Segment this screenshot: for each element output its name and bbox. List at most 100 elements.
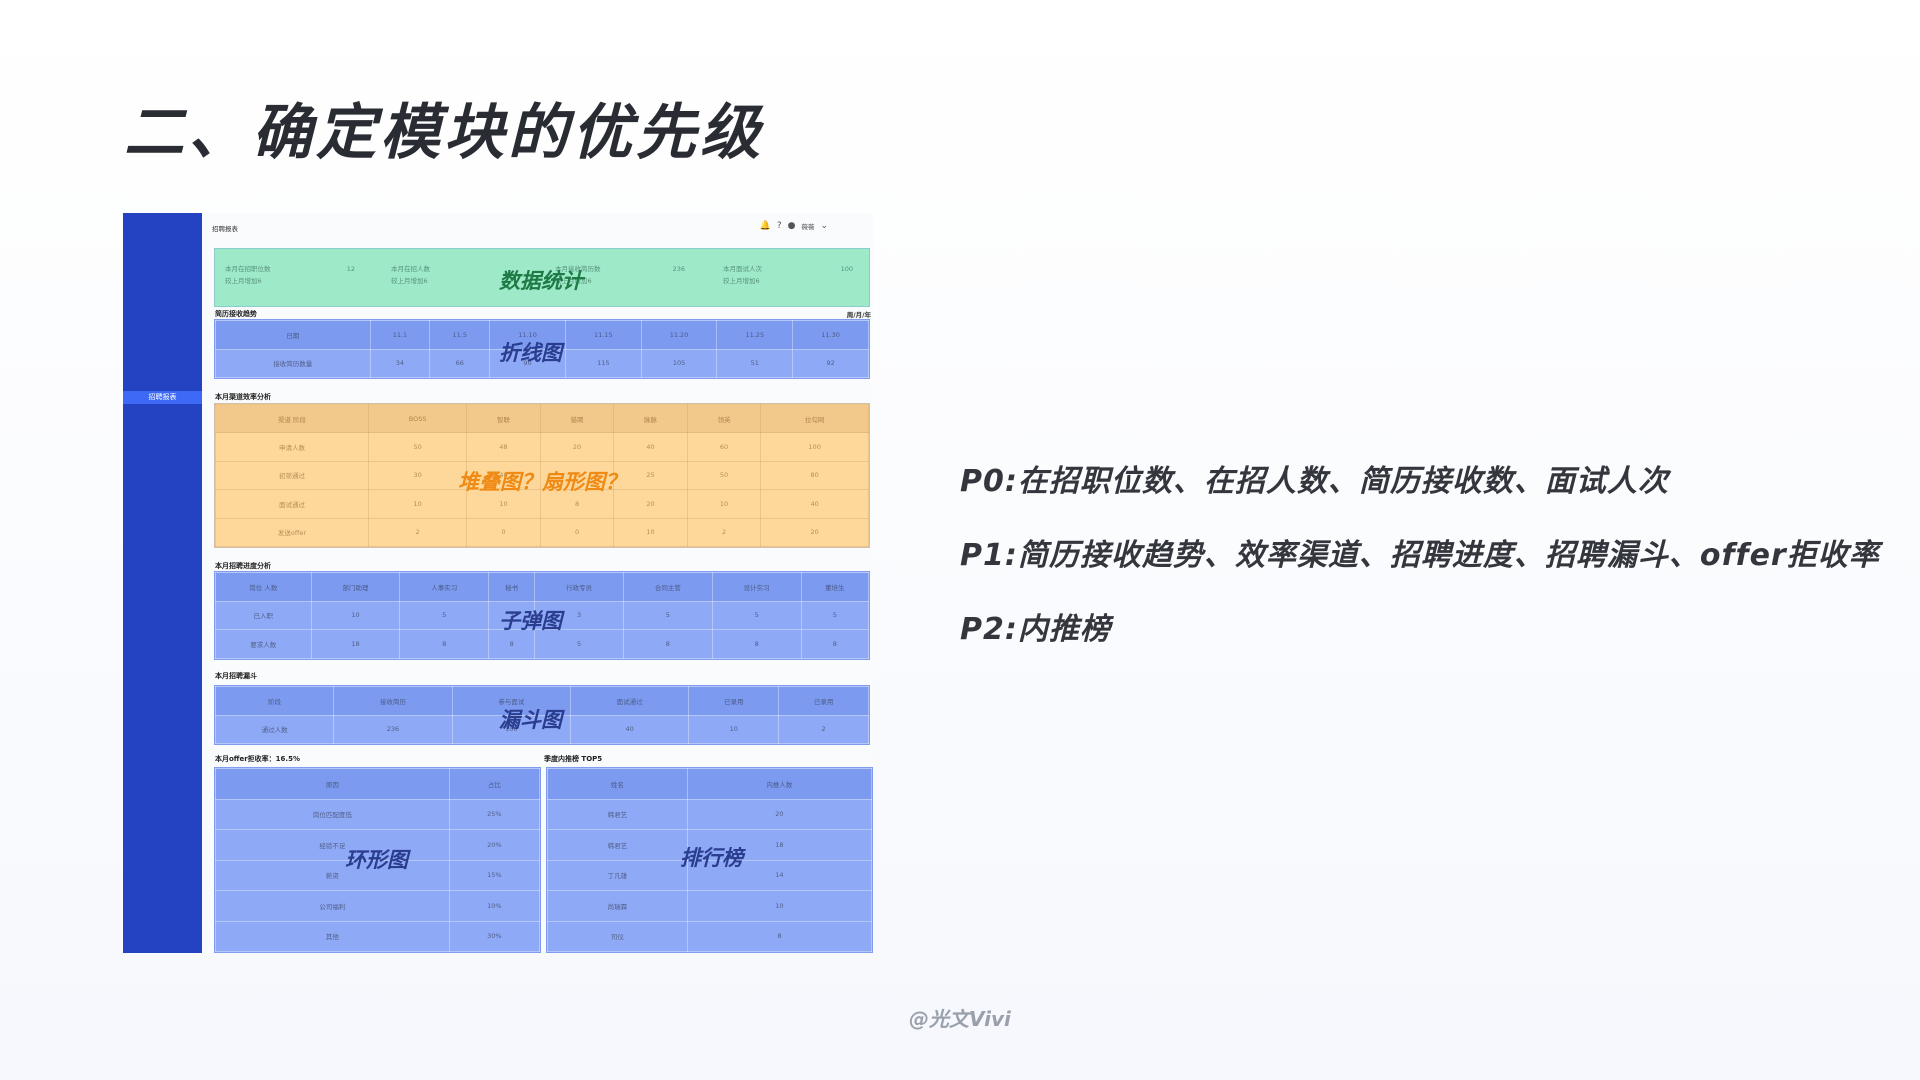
table-cell: 申请人数 bbox=[215, 432, 369, 462]
table-cell: 30% bbox=[448, 920, 541, 952]
table-cell: 面试通过 bbox=[215, 489, 369, 519]
table-cell: 11.1 bbox=[369, 320, 431, 350]
mock-main: 招聘报表 🔔 ? ● 薇薇 ⌄ 本月在招职位数 较上月增加6 12 本月在招人数… bbox=[202, 213, 873, 953]
table-cell: 20 bbox=[613, 489, 688, 519]
dashboard-mockup: 招聘报表 招聘报表 🔔 ? ● 薇薇 ⌄ 本月在招职位数 较上月增加6 12 本… bbox=[123, 213, 873, 953]
table-cell: 236 bbox=[333, 714, 453, 744]
table-cell: 40 bbox=[613, 432, 688, 462]
table-cell: 20 bbox=[539, 432, 615, 462]
table-cell: 智联 bbox=[466, 403, 541, 434]
section-label-funnel: 本月招聘漏斗 bbox=[215, 672, 257, 680]
chevron-down-icon[interactable]: ⌄ bbox=[820, 221, 828, 231]
table-cell: 8 bbox=[800, 629, 870, 659]
table-cell: 92 bbox=[792, 348, 869, 378]
table-cell: 18 bbox=[310, 629, 401, 659]
table-cell: 猎聘 bbox=[539, 403, 615, 434]
table-cell: 姓名 bbox=[547, 768, 688, 800]
table-cell: 40 bbox=[569, 714, 690, 744]
table-cell: 66 bbox=[429, 348, 491, 378]
stats-block: 本月在招职位数 较上月增加6 12 本月在招人数 较上月增加6 本月接收简历数 … bbox=[214, 248, 870, 307]
table-cell: 渠道 阶段 bbox=[215, 403, 369, 434]
section-label-progress: 本月招聘进度分析 bbox=[215, 562, 271, 570]
topbar-icons: 🔔 ? ● 薇薇 ⌄ bbox=[760, 221, 828, 231]
table-cell: 通过人数 bbox=[214, 714, 335, 744]
bell-icon[interactable]: 🔔 bbox=[759, 221, 771, 231]
priority-list: P0:在招职位数、在招人数、简历接收数、面试人次 P1:简历接收趋势、效率渠道、… bbox=[960, 456, 1880, 678]
table-cell: 接收简历 bbox=[333, 686, 453, 716]
section-label-offer: 本月offer拒收率：16.5% bbox=[215, 755, 300, 763]
table-cell: 8 bbox=[488, 629, 536, 659]
table-cell: 50 bbox=[367, 432, 468, 462]
priority-p1: P1:简历接收趋势、效率渠道、招聘进度、招聘漏斗、offer拒收率 bbox=[960, 538, 1880, 573]
table-cell: 司仪 bbox=[547, 920, 688, 952]
stat-sub: 较上月增加6 bbox=[723, 277, 760, 285]
stat-value: 100 bbox=[840, 265, 853, 273]
priority-p2: P2:内推榜 bbox=[960, 612, 1111, 647]
table-cell: 5 bbox=[534, 629, 624, 659]
table-cell: 领英 bbox=[686, 403, 762, 434]
table-cell: 40 bbox=[760, 489, 869, 519]
stat-card: 本月接收简历数 较上月增加6 236 bbox=[555, 263, 685, 287]
overlay-label-channel: 堆叠图？扇形图？ bbox=[458, 470, 626, 494]
table-cell: 100 bbox=[760, 432, 869, 462]
table-cell: 0 bbox=[466, 517, 541, 548]
table-cell: 行政专员 bbox=[534, 572, 624, 602]
range-toggle[interactable]: 周/月/年 bbox=[846, 311, 871, 319]
table-cell: 11.15 bbox=[564, 320, 642, 350]
table-cell: 10% bbox=[448, 890, 541, 922]
sidebar-item-recruit-report[interactable]: 招聘报表 bbox=[123, 391, 202, 404]
table-cell: 经验不足 bbox=[215, 829, 450, 861]
avatar[interactable]: ● bbox=[787, 221, 796, 231]
stat-sub: 较上月增加6 bbox=[555, 277, 592, 285]
stat-card: 本月在招职位数 较上月增加6 12 bbox=[225, 263, 355, 287]
table-cell: 10 bbox=[688, 714, 780, 744]
table-cell: 初筛通过 bbox=[215, 460, 369, 491]
table-cell: 18 bbox=[686, 829, 873, 861]
table-cell: 占比 bbox=[448, 768, 541, 800]
table-cell: 韩君艺 bbox=[547, 829, 688, 861]
topbar-title: 招聘报表 bbox=[212, 225, 238, 233]
table-cell: BOSS bbox=[367, 403, 468, 434]
stat-label: 本月接收简历数 bbox=[555, 265, 601, 273]
overlay-label-funnel: 漏斗图 bbox=[499, 708, 562, 732]
help-icon[interactable]: ? bbox=[776, 221, 782, 231]
stat-card: 本月在招人数 较上月增加6 bbox=[391, 263, 521, 287]
table-cell: 10 bbox=[310, 600, 401, 631]
table-cell: 100 bbox=[451, 714, 571, 744]
overlay-label-referral: 排行榜 bbox=[680, 846, 743, 870]
overlay-label-progress: 子弹图 bbox=[499, 609, 562, 633]
stat-value: 236 bbox=[672, 265, 685, 273]
table-cell: 原因 bbox=[215, 768, 450, 800]
table-cell: 已入职 bbox=[215, 600, 312, 631]
credit-watermark: @光文Vivi bbox=[909, 1007, 1011, 1031]
table-cell: 20 bbox=[760, 517, 869, 548]
table-cell: 51 bbox=[716, 348, 794, 378]
table-cell: 8 bbox=[686, 920, 873, 952]
table-cell: 10 bbox=[613, 517, 688, 548]
table-cell: 公司福利 bbox=[215, 890, 450, 922]
table-cell: 部门助理 bbox=[310, 572, 401, 602]
table-cell: 8 bbox=[399, 629, 490, 659]
table-cell: 90 bbox=[489, 348, 566, 378]
table-cell: 要求人数 bbox=[215, 629, 312, 659]
table-cell: 拉勾网 bbox=[760, 403, 869, 434]
table-cell: 3 bbox=[488, 600, 536, 631]
table-cell: 30 bbox=[367, 460, 468, 491]
table-cell: 3 bbox=[534, 600, 624, 631]
table-cell: 设计实习 bbox=[711, 572, 802, 602]
table-cell: 发送offer bbox=[215, 517, 369, 548]
table-cell: 10 bbox=[686, 890, 873, 922]
table-cell: 5 bbox=[800, 600, 870, 631]
table-cell: 11.5 bbox=[429, 320, 491, 350]
user-name[interactable]: 薇薇 bbox=[801, 223, 815, 231]
table-cell: 20% bbox=[448, 829, 541, 861]
stat-value: 12 bbox=[346, 265, 355, 273]
table-cell: 115 bbox=[564, 348, 642, 378]
table-cell: 丁凡雄 bbox=[547, 859, 688, 891]
stat-label: 本月在招人数 bbox=[391, 265, 430, 273]
